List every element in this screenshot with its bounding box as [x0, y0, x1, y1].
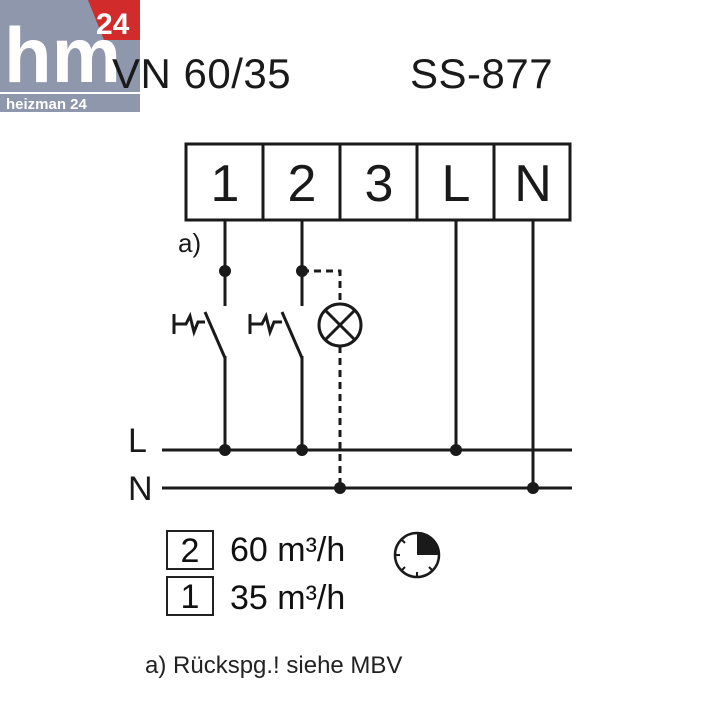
logo-main-text: hm	[4, 11, 121, 99]
junction-dot	[296, 444, 308, 456]
dashed-wire-lamp-feed	[302, 269, 342, 304]
timer-icon	[393, 531, 441, 579]
article-code: SS-877	[410, 50, 554, 97]
logo-badge-text: 24	[96, 8, 130, 41]
junction-dot	[334, 482, 346, 494]
junction-dot	[527, 482, 539, 494]
junction-dot	[450, 444, 462, 456]
terminal-l-label: L	[442, 155, 471, 213]
footnote-marker: a)	[178, 228, 201, 258]
legend-box-1: 1	[166, 576, 214, 616]
legend-text-60: 60 m³/h	[230, 531, 346, 569]
junction-dot	[296, 265, 308, 277]
terminal-1-label: 1	[211, 155, 240, 213]
junction-dot	[219, 444, 231, 456]
switch-2-symbol	[248, 311, 304, 359]
footnote-text: a) Rückspg.! siehe MBV	[145, 652, 403, 679]
bus-label-l: L	[128, 422, 147, 460]
bus-label-n: N	[128, 470, 153, 508]
terminal-block	[184, 142, 572, 222]
terminal-3-label: 3	[365, 155, 394, 213]
lamp-icon	[317, 302, 363, 348]
switch-1-symbol	[172, 311, 227, 359]
logo-tagline: heizman 24	[6, 96, 88, 112]
legend-text-35: 35 m³/h	[230, 579, 346, 617]
terminal-2-label: 2	[288, 155, 317, 213]
legend-box-2: 2	[166, 530, 214, 570]
junction-dot	[219, 265, 231, 277]
heizman24-logo: hm 24 heizman 24	[0, 0, 140, 112]
model-label: VN 60/35	[112, 50, 292, 97]
terminal-n-label: N	[514, 155, 552, 213]
terminal-block-frame	[184, 142, 572, 222]
